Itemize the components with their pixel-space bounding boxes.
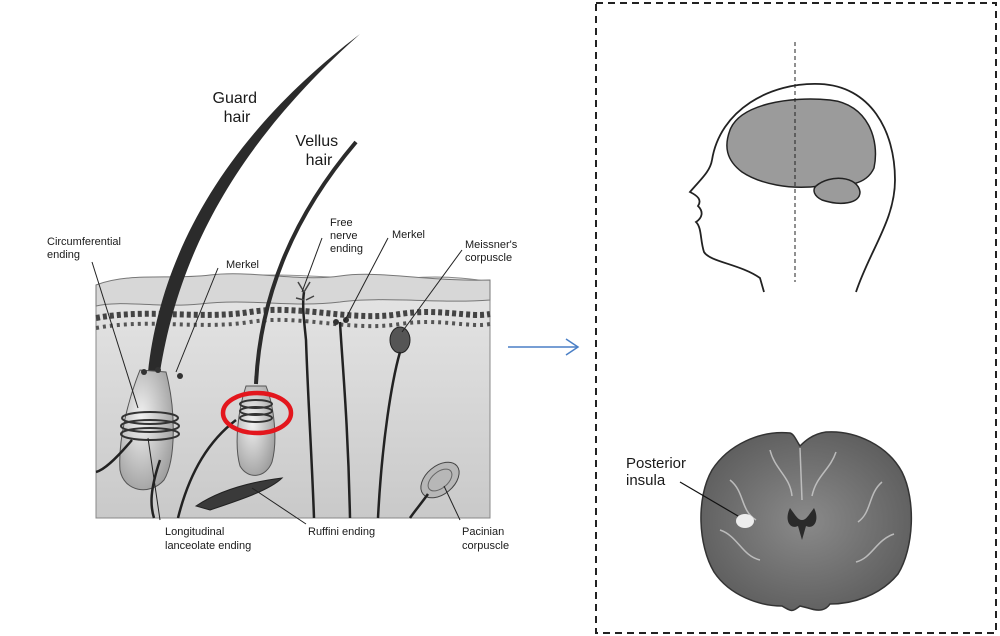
pacinian-corpuscle-body (420, 461, 460, 499)
highlight-circle (220, 390, 294, 436)
skin-cross-section: Guard hair Vellus hair Circumferential e… (47, 34, 520, 552)
head-profile (688, 42, 896, 293)
guard-nerve (95, 439, 133, 474)
merkel-nerve (338, 321, 352, 519)
label-merkel-right: Merkel (392, 229, 425, 241)
coronal-brain-slice (679, 431, 913, 612)
vellus-hair (254, 140, 358, 385)
transition-arrow (508, 338, 580, 356)
ventricles (787, 508, 817, 540)
label-vellus-hair: Vellus hair (295, 133, 342, 169)
label-longitudinal-lanceolate-ending: Longitudinal lanceolate ending (165, 526, 251, 552)
circumferential-rings (120, 411, 180, 441)
cerebellum (813, 177, 861, 205)
ruffini-ending-body (194, 477, 284, 511)
brain-panel-frame (595, 2, 997, 634)
label-posterior-insula: Posterior insula (626, 455, 690, 489)
meissners-corpuscle-body (389, 326, 411, 354)
label-circumferential-ending: Circumferential ending (47, 236, 124, 261)
guard-hair-follicle (119, 369, 174, 491)
leader-lines (91, 237, 463, 525)
epidermis-surface (95, 273, 491, 307)
label-pacinian-corpuscle: Pacinian corpuscle (462, 526, 509, 552)
merkel-cells-guard (141, 367, 183, 379)
brain (726, 98, 877, 188)
label-guard-hair: Guard hair (213, 90, 262, 126)
posterior-insula-spot (736, 514, 754, 528)
label-free-nerve-ending: Free nerve ending (330, 217, 363, 255)
free-nerve-ending (301, 291, 316, 519)
label-meissners-corpuscle: Meissner's corpuscle (465, 239, 520, 264)
label-ruffini-ending: Ruffini ending (308, 526, 375, 538)
posterior-insula-leader (679, 481, 739, 517)
label-merkel-left: Merkel (226, 259, 259, 271)
